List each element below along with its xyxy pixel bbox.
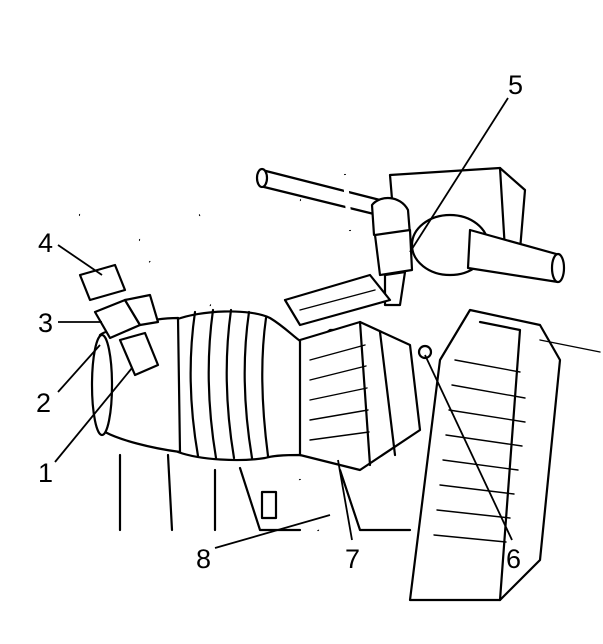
callout-2: 2 xyxy=(36,388,51,418)
leader-1 xyxy=(54,367,133,463)
wiring-harness xyxy=(78,173,402,532)
maf-housing xyxy=(298,320,433,472)
intake-module xyxy=(283,273,392,327)
lower-engine-details xyxy=(213,466,412,532)
callout-5: 5 xyxy=(508,70,523,100)
callout-6: 6 xyxy=(506,544,521,574)
leader-7 xyxy=(337,459,353,541)
callout-8: 8 xyxy=(196,544,211,574)
callout-4: 4 xyxy=(38,228,53,258)
electrical-connector xyxy=(373,228,414,307)
callout-leaders xyxy=(54,97,513,549)
leader-4 xyxy=(57,244,103,276)
iat-sensor-connector xyxy=(78,263,160,377)
callout-3: 3 xyxy=(38,308,53,338)
leader-6 xyxy=(424,354,513,541)
radiator-shroud xyxy=(408,308,601,602)
callout-labels: 1 2 3 4 5 6 7 8 xyxy=(36,70,523,574)
callout-1: 1 xyxy=(38,458,53,488)
callout-7: 7 xyxy=(345,544,360,574)
upper-pipe xyxy=(255,167,382,217)
leader-8 xyxy=(214,514,331,549)
leader-5 xyxy=(409,97,509,253)
leader-2 xyxy=(57,344,101,393)
